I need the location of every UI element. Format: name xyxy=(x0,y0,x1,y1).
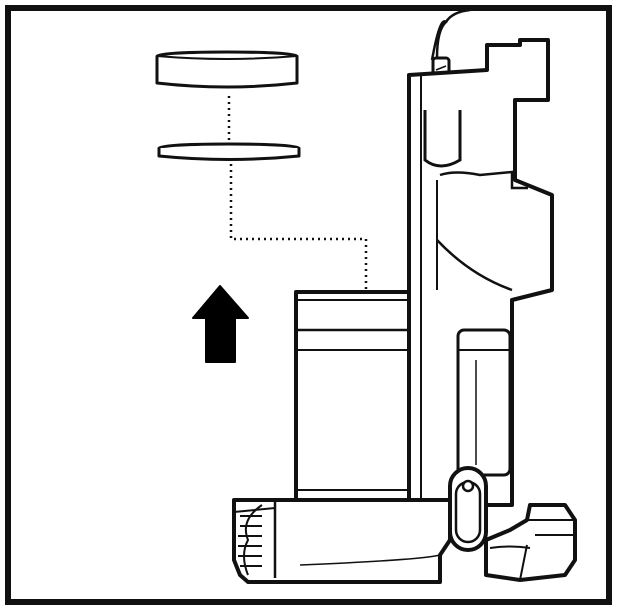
brush-bristles xyxy=(238,515,262,567)
vacuum-body xyxy=(407,38,554,507)
filter-disc-top xyxy=(155,50,299,89)
filter-pad xyxy=(157,142,301,161)
up-arrow-icon xyxy=(192,285,249,363)
vacuum-base xyxy=(232,498,452,584)
tank-window xyxy=(456,328,512,477)
filter-housing xyxy=(294,290,411,502)
release-button xyxy=(448,466,488,552)
guide-line-2 xyxy=(229,164,368,291)
power-cord xyxy=(444,8,471,23)
